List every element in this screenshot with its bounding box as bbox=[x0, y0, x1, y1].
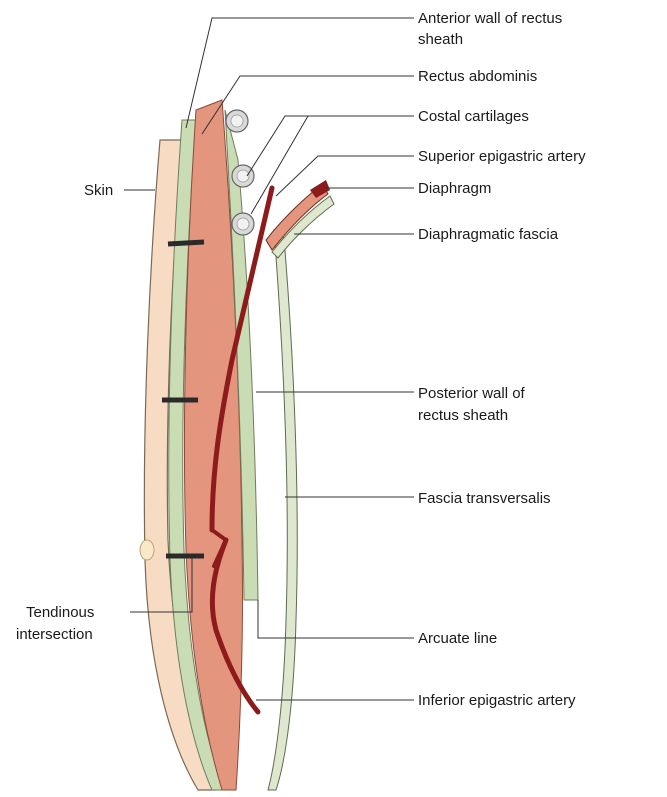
leader-superior-epigastric bbox=[276, 156, 414, 196]
costal-cartilage-1-inner bbox=[231, 115, 243, 127]
label-tendinous-2: intersection bbox=[16, 626, 93, 643]
label-inferior-epigastric: Inferior epigastric artery bbox=[418, 692, 576, 709]
label-superior-epigastric: Superior epigastric artery bbox=[418, 148, 586, 165]
leader-costal-2 bbox=[251, 116, 308, 214]
label-diaphragmatic-fascia: Diaphragmatic fascia bbox=[418, 226, 559, 243]
label-fascia-transversalis: Fascia transversalis bbox=[418, 490, 551, 507]
label-costal-cartilages: Costal cartilages bbox=[418, 108, 529, 125]
label-skin: Skin bbox=[84, 182, 113, 199]
label-tendinous-1: Tendinous bbox=[26, 604, 94, 621]
label-anterior-wall-1: Anterior wall of rectus bbox=[418, 10, 562, 27]
label-anterior-wall-2: sheath bbox=[418, 31, 463, 48]
umbilicus bbox=[140, 540, 154, 560]
label-posterior-wall-2: rectus sheath bbox=[418, 407, 508, 424]
label-posterior-wall-1: Posterior wall of bbox=[418, 385, 526, 402]
fascia-transversalis bbox=[268, 230, 297, 790]
label-arcuate-line: Arcuate line bbox=[418, 630, 497, 647]
label-diaphragm: Diaphragm bbox=[418, 180, 491, 197]
labels: Anterior wall of rectus sheath Rectus ab… bbox=[16, 10, 586, 709]
costal-cartilage-3-inner bbox=[237, 218, 249, 230]
leader-arcuate bbox=[258, 600, 414, 638]
label-rectus-abdominis: Rectus abdominis bbox=[418, 68, 537, 85]
tendinous-bar-1 bbox=[168, 242, 204, 244]
leader-costal-1 bbox=[247, 116, 414, 176]
